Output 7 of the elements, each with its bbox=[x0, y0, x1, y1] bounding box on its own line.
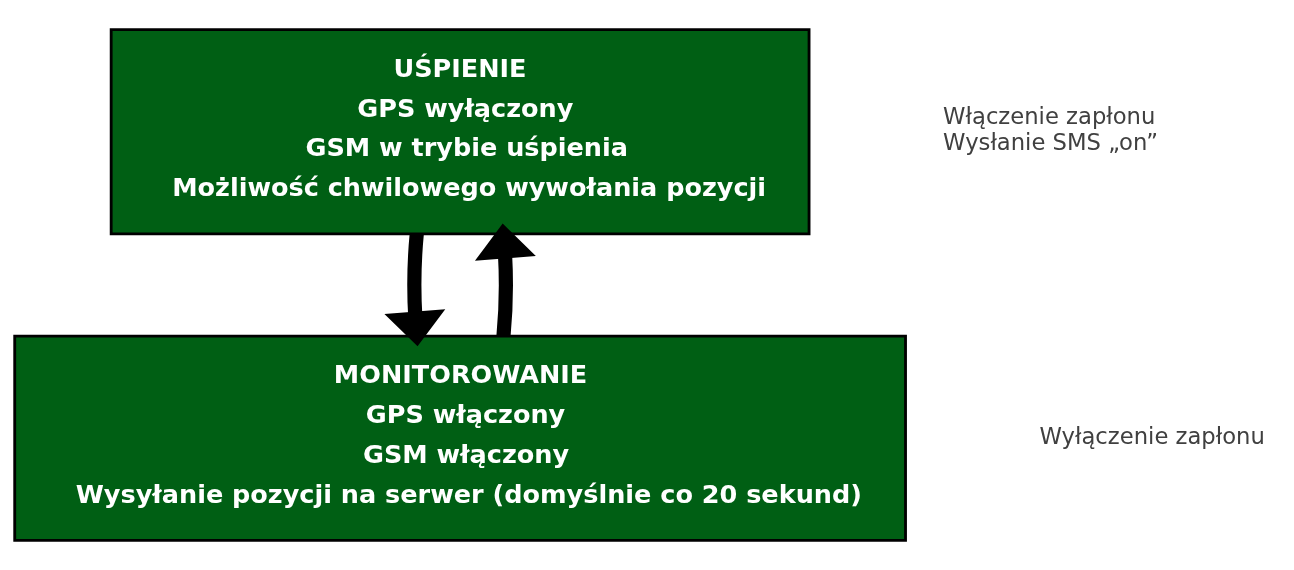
label: Włączenie zapłonu bbox=[943, 103, 1156, 130]
arrow bbox=[474, 223, 536, 337]
arrow bbox=[384, 233, 446, 347]
label: Wysłanie SMS „on” bbox=[943, 128, 1158, 155]
node-box: MONITOROWANIE GPS włączony GSM włączony Wysyłanie pozycji na serwer (domyślnie co 20 sekund) bbox=[13, 334, 907, 542]
node-box: UŚPIENIE GPS wyłączony GSM w trybie uśpienia Możliwość chwilowego wywołania pozycji bbox=[109, 28, 811, 236]
label: Wyłączenie zapłonu bbox=[1039, 422, 1265, 449]
